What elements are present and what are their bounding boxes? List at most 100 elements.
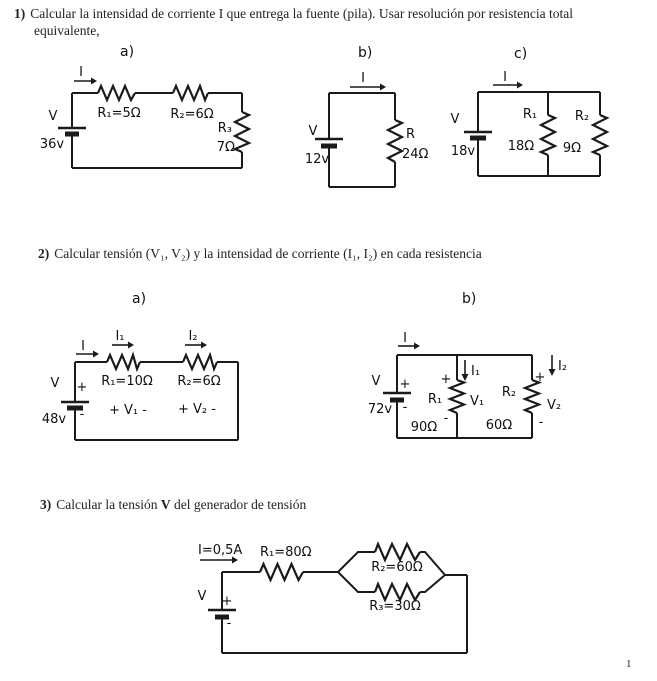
r2-value: 9Ω — [563, 141, 581, 156]
r1-name: R₁ — [523, 107, 537, 122]
wire — [396, 354, 533, 439]
problem-3-symbol-v: V — [160, 497, 171, 512]
current-arrowhead — [517, 81, 523, 89]
current-arrowhead — [91, 77, 97, 85]
current-label: I — [81, 339, 85, 354]
wire — [328, 92, 396, 188]
problem-1-line1: Calcular la intensidad de corriente I qu… — [30, 6, 574, 21]
battery-plus: + — [222, 594, 233, 609]
current-i2-arrowhead — [201, 341, 207, 349]
current-label: I — [503, 70, 507, 85]
label-2b: b) — [462, 291, 477, 307]
voltage-label: 48v — [42, 412, 67, 427]
battery-plus: + — [400, 377, 411, 392]
resistor-r2 — [171, 82, 210, 104]
voltage-label: 18v — [451, 144, 476, 159]
current-arrowhead — [380, 83, 386, 91]
resistor-r2 — [373, 541, 421, 563]
source-label: V — [372, 374, 381, 389]
v2-label: V₂ — [547, 398, 561, 413]
battery-plus: + — [77, 380, 88, 395]
r2-label: R₂=6Ω — [177, 374, 220, 389]
r3-name: R₃ — [218, 121, 232, 136]
circuit-2b-diagram: I I₁ I₂ V + - 72v + R₁ V₁ 90Ω - + R₂ V₂ … — [368, 331, 567, 439]
resistor-r1 — [105, 351, 142, 373]
r1-name: R₁ — [428, 392, 442, 407]
resistor-r1 — [446, 378, 468, 415]
circuit-1b-diagram: I V 12v R 24Ω — [305, 71, 429, 188]
resistor-r3 — [373, 581, 421, 603]
source-label: V — [198, 589, 207, 604]
current-i1-label: I₁ — [115, 329, 124, 344]
circuit-1a-diagram: I R₁=5Ω R₂=6Ω R₃ 7Ω V 36v — [40, 65, 252, 169]
r-name: R — [406, 127, 415, 142]
current-i1-arrowhead — [461, 374, 469, 381]
r2-value: 60Ω — [486, 418, 513, 433]
r2-name: R₂ — [575, 109, 589, 124]
r1-value: 90Ω — [411, 420, 438, 435]
resistor-r3 — [232, 110, 252, 154]
resistor-r1 — [258, 561, 304, 583]
r1-label: R₁=80Ω — [260, 545, 312, 560]
r1-plus: + — [441, 372, 452, 387]
resistor-r2 — [181, 351, 219, 373]
label-2a: a) — [132, 291, 147, 307]
current-label: I — [403, 331, 407, 346]
problem-1-statement: 1) Calcular la intensidad de corriente I … — [14, 6, 573, 39]
current-i2-label: I₂ — [558, 359, 567, 374]
source-label: V — [49, 109, 58, 124]
label-1a: a) — [120, 44, 135, 60]
current-i1-arrowhead — [128, 341, 134, 349]
resistor-r1 — [96, 83, 136, 103]
wire — [71, 92, 243, 169]
problem-3-statement: 3) Calcular la tensión V del generador de… — [40, 497, 306, 514]
r3-value: 7Ω — [217, 140, 235, 155]
r3-label: R₃=30Ω — [369, 599, 421, 614]
voltage-label: 72v — [368, 402, 393, 417]
resistor-r — [385, 118, 405, 163]
source-label: V — [451, 112, 460, 127]
current-label: I=0,5A — [198, 543, 242, 558]
r2-plus: + — [535, 370, 546, 385]
label-1c: c) — [514, 46, 528, 62]
r2-minus: - — [539, 415, 544, 430]
r2-name: R₂ — [502, 385, 516, 400]
wire — [477, 91, 601, 177]
current-label: I — [361, 71, 365, 86]
problem-1-line2: equivalente, — [34, 22, 100, 38]
current-arrowhead — [414, 342, 420, 350]
circuit-3-diagram: I=0,5A R₁=80Ω R₂=60Ω R₃=30Ω V + - — [198, 541, 468, 654]
source-label: V — [309, 124, 318, 139]
problem-2-number: 2) — [38, 246, 50, 261]
current-i2-arrowhead — [548, 369, 556, 376]
current-i1-label: I₁ — [471, 364, 480, 379]
r2-label: R₂=60Ω — [371, 560, 423, 575]
r1-value: 18Ω — [508, 139, 535, 154]
battery-minus: - — [80, 407, 85, 422]
current-i2-label: I₂ — [188, 329, 197, 344]
current-label: I — [79, 65, 83, 80]
voltage-label: 12v — [305, 152, 330, 167]
resistor-r2 — [590, 113, 610, 157]
wire — [74, 361, 239, 441]
problem-2-statement: 2) Calcular tensión (V₁, V₂) y la intensi… — [38, 246, 482, 263]
v1-label: V₁ — [470, 394, 484, 409]
problem-2-text: Calcular tensión (V₁, V₂) y la intensida… — [54, 246, 482, 261]
current-arrowhead — [232, 556, 238, 564]
r-value: 24Ω — [402, 147, 429, 162]
circuit-2a-diagram: I I₁ I₂ R₁=10Ω R₂=6Ω + V₁ - + V₂ - V + -… — [42, 329, 239, 441]
problem-1-number: 1) — [14, 6, 26, 21]
v2-label: + V₂ - — [178, 402, 216, 417]
problem-3-text-pre: Calcular la tensión — [56, 497, 161, 512]
r1-label: R₁=5Ω — [97, 106, 140, 121]
problem-3-text-post: del generador de tensión — [170, 497, 307, 512]
resistor-r1 — [538, 113, 558, 157]
r1-label: R₁=10Ω — [101, 374, 153, 389]
v1-label: + V₁ - — [109, 403, 147, 418]
problem-3-number: 3) — [40, 497, 52, 512]
r2-label: R₂=6Ω — [170, 107, 213, 122]
battery-minus: - — [403, 400, 408, 415]
r1-minus: - — [444, 411, 449, 426]
page-number: 1 — [626, 658, 632, 670]
